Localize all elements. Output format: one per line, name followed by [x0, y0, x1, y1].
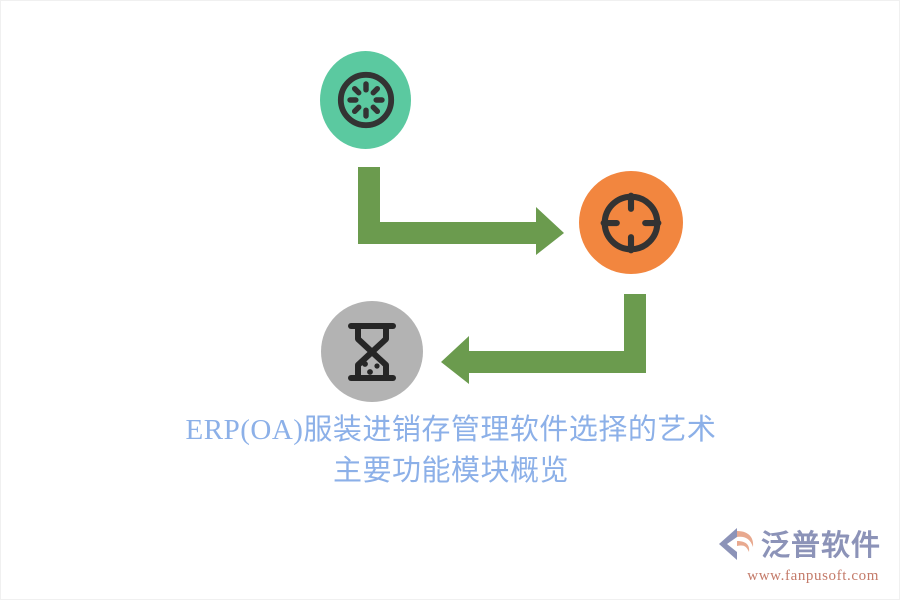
- node-badge-process: [320, 51, 411, 149]
- title-line-1: ERP(OA)服装进销存管理软件选择的艺术: [185, 414, 717, 446]
- title-line-2: 主要功能模块概览: [332, 455, 569, 488]
- node-badge-time: [321, 301, 423, 402]
- logo-row: 泛普软件: [717, 527, 881, 566]
- page-title: ERP(OA)服装进销存管理软件选择的艺术 主要功能模块概览: [1, 410, 900, 492]
- logo-brand-name: 泛普软件: [760, 530, 881, 562]
- arrow-target-to-time: [433, 287, 653, 385]
- fanpu-swoosh-icon: [717, 527, 757, 566]
- arrow-process-to-target: [351, 159, 571, 255]
- crosshair-target-icon: [596, 188, 666, 258]
- brand-watermark: 泛普软件 www.fanpusoft.com: [717, 527, 881, 585]
- node-badge-target: [579, 171, 683, 274]
- spinner-icon: [335, 69, 397, 131]
- hourglass-icon: [341, 320, 403, 384]
- logo-website-url: www.fanpusoft.com: [747, 568, 879, 584]
